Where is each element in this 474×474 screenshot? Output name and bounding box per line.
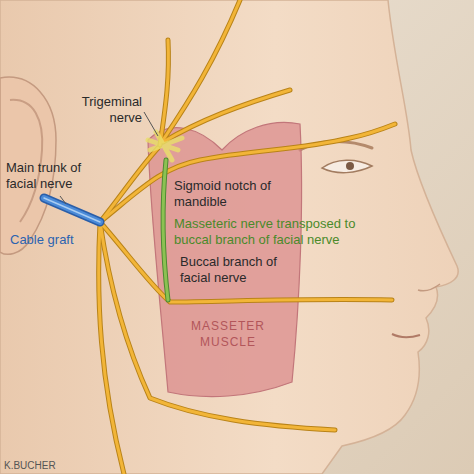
- trigeminal-mark: [148, 132, 182, 160]
- eye: [322, 160, 372, 172]
- nerves: [44, 0, 395, 474]
- masseteric-nerve-outline: [163, 160, 168, 300]
- leader-lines: [60, 112, 158, 204]
- nerve-label: Main trunk of facial nerve: [6, 160, 106, 192]
- masseteric-nerve: [163, 160, 168, 300]
- graft-label: Cable graft: [10, 232, 90, 248]
- transfer-label: Masseteric nerve transposed to buccal br…: [174, 216, 379, 248]
- lips: [392, 334, 420, 337]
- nostril: [418, 284, 440, 291]
- iris: [346, 162, 354, 170]
- cable-graft-highlight: [44, 198, 100, 222]
- cable-graft: [44, 198, 100, 222]
- bone-label: Sigmoid notch of mandible: [174, 178, 294, 210]
- muscle-label: MASSETER MUSCLE: [178, 318, 278, 350]
- nerve-label: Buccal branch of facial nerve: [180, 254, 300, 286]
- nerve-label: Trigeminal nerve: [62, 94, 142, 126]
- signature: K.BUCHER: [4, 458, 84, 474]
- cable-graft-outline: [44, 198, 100, 222]
- masseter-muscle: [148, 122, 302, 396]
- face-profile: [0, 0, 458, 474]
